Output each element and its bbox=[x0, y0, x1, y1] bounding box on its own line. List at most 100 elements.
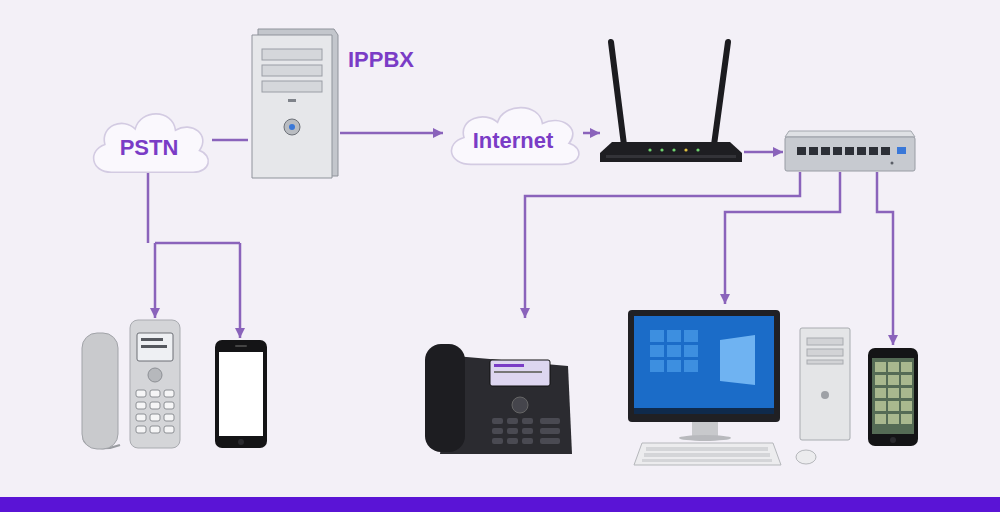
desktop-computer-icon-part bbox=[628, 310, 780, 422]
desk-phone-icon-part bbox=[136, 390, 174, 433]
switch-icon-part-part bbox=[797, 147, 806, 155]
ip-phone-icon-part bbox=[494, 371, 542, 373]
desktop-computer-icon-part-part bbox=[684, 345, 698, 357]
connector bbox=[340, 132, 443, 135]
router-icon-part bbox=[648, 148, 651, 151]
ip-phone-icon-part bbox=[425, 344, 465, 452]
desk-phone-icon-part-part bbox=[150, 390, 160, 397]
desk-phone-icon-part-part bbox=[136, 414, 146, 421]
server-icon-part bbox=[262, 81, 322, 92]
desktop-computer-icon-part-part bbox=[667, 345, 681, 357]
desk-phone-icon-part-part bbox=[150, 414, 160, 421]
node-label: IPPBX bbox=[348, 47, 414, 72]
desktop-computer-icon-part-part bbox=[644, 453, 770, 457]
smartphone-icon-part-part bbox=[901, 388, 912, 398]
switch-icon-part-part bbox=[857, 147, 866, 155]
bottom-bar bbox=[0, 497, 1000, 512]
ip-phone-icon-part-part bbox=[492, 428, 503, 434]
smartphone-icon-part bbox=[235, 345, 247, 347]
desk-phone-icon-part bbox=[141, 345, 167, 348]
switch-icon bbox=[785, 131, 915, 171]
desk-phone-icon-part-part bbox=[150, 402, 160, 409]
switch-icon-part-part bbox=[881, 147, 890, 155]
ip-phone-icon-part bbox=[492, 418, 560, 444]
switch-icon-part bbox=[797, 147, 890, 155]
ip-phone-icon-part-part bbox=[522, 438, 533, 444]
ip-phone-icon-part-part bbox=[522, 418, 533, 424]
pc-tower-icon-part bbox=[821, 391, 829, 399]
desktop-computer-icon-part bbox=[692, 422, 718, 436]
ip-phone-icon bbox=[425, 344, 572, 454]
cloud-node: PSTN bbox=[86, 105, 212, 177]
server-icon-part bbox=[252, 35, 332, 178]
smartphone-icon-part-part bbox=[875, 388, 886, 398]
smartphone-icon-part-part bbox=[901, 401, 912, 411]
smartphone-icon-part-part bbox=[875, 375, 886, 385]
cloud-outline-part bbox=[94, 114, 209, 172]
switch-icon-part bbox=[891, 162, 894, 165]
server-icon-part bbox=[289, 124, 295, 130]
smartphone-icon-part-part bbox=[888, 414, 899, 424]
switch-icon-part-part bbox=[809, 147, 818, 155]
switch-icon-part bbox=[785, 137, 915, 171]
ip-phone-icon-part bbox=[490, 360, 550, 386]
label-holder: PSTN bbox=[86, 105, 212, 177]
router-icon-part bbox=[714, 42, 728, 145]
node-label: Internet bbox=[473, 128, 554, 153]
desk-phone-icon-part bbox=[137, 333, 173, 361]
desktop-computer-icon-part bbox=[634, 408, 774, 414]
smartphone-icon bbox=[868, 348, 918, 446]
label-holder: IPPBX bbox=[348, 47, 414, 72]
wire-part bbox=[877, 172, 893, 345]
node-label: PSTN bbox=[120, 135, 179, 160]
smartphone-icon-part bbox=[890, 437, 896, 443]
desk-phone-icon-part-part bbox=[164, 414, 174, 421]
smartphone-icon-part-part bbox=[888, 375, 899, 385]
wire-part bbox=[155, 242, 240, 245]
label-holder: Internet bbox=[443, 99, 583, 169]
server-node: IPPBX bbox=[248, 25, 340, 180]
desktop-computer-icon-part-part bbox=[642, 459, 772, 462]
ip-phone-icon-part-part bbox=[507, 428, 518, 434]
desk-phone-icon-part-part bbox=[164, 402, 174, 409]
router-icon-part bbox=[672, 148, 675, 151]
switch-icon-part-part bbox=[821, 147, 830, 155]
smartphone-icon-part-part bbox=[875, 401, 886, 411]
wire-part bbox=[147, 171, 150, 243]
server-icon-part bbox=[262, 49, 322, 60]
switch-icon-part-part bbox=[869, 147, 878, 155]
pc-tower-icon-part bbox=[807, 349, 843, 356]
desktop-computer-icon-part bbox=[634, 316, 774, 414]
wire-part bbox=[154, 243, 157, 318]
desktop-computer-icon-part bbox=[796, 450, 816, 464]
server-icon-part bbox=[284, 119, 300, 135]
smartphone-icon-part-part bbox=[888, 401, 899, 411]
cloud-node: Internet bbox=[443, 99, 583, 169]
server-icon bbox=[248, 25, 340, 180]
desk-phone-icon-part-part bbox=[136, 426, 146, 433]
desktop-computer-icon-part-part bbox=[650, 345, 664, 357]
wire-part bbox=[744, 151, 783, 154]
router-icon-part bbox=[606, 155, 736, 158]
router-icon-part bbox=[684, 148, 687, 151]
cloud-outline-part bbox=[451, 108, 578, 165]
desk-phone-icon-part bbox=[82, 333, 118, 449]
router-icon-part bbox=[611, 42, 624, 145]
pc-tower-icon-part bbox=[807, 338, 843, 345]
desk-phone-icon-part-part bbox=[136, 402, 146, 409]
smartphone-icon-part bbox=[872, 358, 914, 434]
ip-phone-icon-part-part bbox=[507, 418, 518, 424]
ip-phone-icon-part-part bbox=[540, 418, 560, 424]
ip-phone-icon-part-part bbox=[492, 418, 503, 424]
pc-tower-icon bbox=[800, 328, 850, 440]
desktop-computer-icon-part bbox=[642, 447, 772, 462]
switch-icon-part-part bbox=[845, 147, 854, 155]
ip-phone-icon-part-part bbox=[522, 428, 533, 434]
ip-phone-icon-part-part bbox=[507, 438, 518, 444]
smartphone-icon-part bbox=[238, 439, 244, 445]
smartphone-icon-part-part bbox=[875, 414, 886, 424]
desktop-computer-icon-part-part bbox=[667, 360, 681, 372]
smartphone-icon-part-part bbox=[901, 414, 912, 424]
